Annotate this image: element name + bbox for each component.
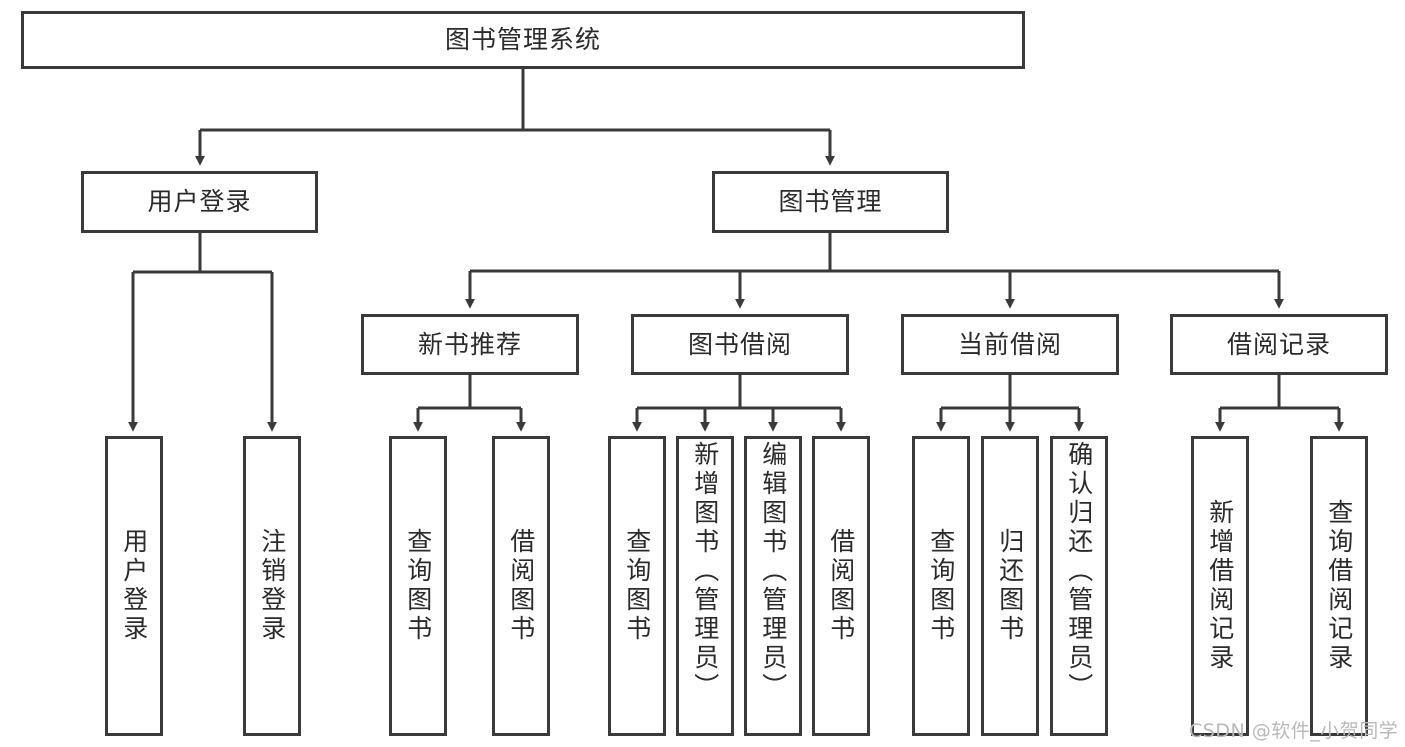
node-leaf-recommend-query-book-label: 查询图书	[403, 528, 433, 644]
node-leaf-add-borrow-record[interactable]: 新增借阅记录	[1191, 436, 1249, 736]
node-leaf-confirm-return-admin[interactable]: 确认归还（管理员）	[1050, 436, 1108, 736]
node-leaf-query-borrow-record[interactable]: 查询借阅记录	[1310, 436, 1368, 736]
csdn-watermark: CSDN @软件_小贺同学	[1189, 720, 1399, 742]
node-current-borrow[interactable]: 当前借阅	[901, 314, 1119, 375]
node-leaf-return-book-label: 归还图书	[995, 528, 1025, 644]
node-leaf-edit-book-admin-label: 编辑图书（管理员）	[758, 441, 788, 702]
node-new-book-recommend-label: 新书推荐	[417, 329, 522, 359]
node-leaf-current-query-book-label: 查询图书	[926, 528, 956, 644]
node-leaf-user-login-label: 用户登录	[119, 528, 149, 644]
node-leaf-borrow-query-book[interactable]: 查询图书	[608, 436, 666, 736]
node-current-borrow-label: 当前借阅	[957, 329, 1062, 359]
node-leaf-recommend-borrow-book[interactable]: 借阅图书	[492, 436, 550, 736]
node-leaf-logout[interactable]: 注销登录	[243, 436, 301, 736]
node-leaf-logout-label: 注销登录	[257, 528, 287, 644]
node-book-borrow[interactable]: 图书借阅	[631, 314, 849, 375]
node-leaf-add-borrow-record-label: 新增借阅记录	[1205, 499, 1235, 673]
node-borrow-record[interactable]: 借阅记录	[1170, 314, 1388, 375]
node-leaf-current-query-book[interactable]: 查询图书	[912, 436, 970, 736]
node-leaf-edit-book-admin[interactable]: 编辑图书（管理员）	[744, 436, 802, 736]
node-book-management-label: 图书管理	[778, 187, 883, 217]
node-leaf-recommend-query-book[interactable]: 查询图书	[389, 436, 447, 736]
node-leaf-query-borrow-record-label: 查询借阅记录	[1324, 499, 1354, 673]
node-leaf-add-book-admin-label: 新增图书（管理员）	[690, 441, 720, 702]
node-borrow-record-label: 借阅记录	[1226, 329, 1331, 359]
node-root-system[interactable]: 图书管理系统	[21, 11, 1025, 69]
node-leaf-add-book-admin[interactable]: 新增图书（管理员）	[676, 436, 734, 736]
node-book-borrow-label: 图书借阅	[687, 329, 792, 359]
node-leaf-return-book[interactable]: 归还图书	[981, 436, 1039, 736]
node-leaf-borrow-book[interactable]: 借阅图书	[812, 436, 870, 736]
node-user-login[interactable]: 用户登录	[81, 171, 318, 233]
node-new-book-recommend[interactable]: 新书推荐	[361, 314, 579, 375]
node-root-label: 图书管理系统	[444, 25, 601, 55]
node-leaf-borrow-book-label: 借阅图书	[826, 528, 856, 644]
node-user-login-label: 用户登录	[147, 187, 252, 217]
node-leaf-recommend-borrow-book-label: 借阅图书	[506, 528, 536, 644]
node-leaf-confirm-return-admin-label: 确认归还（管理员）	[1064, 441, 1094, 702]
node-leaf-user-login[interactable]: 用户登录	[105, 436, 163, 736]
node-book-management[interactable]: 图书管理	[712, 171, 949, 233]
node-leaf-borrow-query-book-label: 查询图书	[622, 528, 652, 644]
